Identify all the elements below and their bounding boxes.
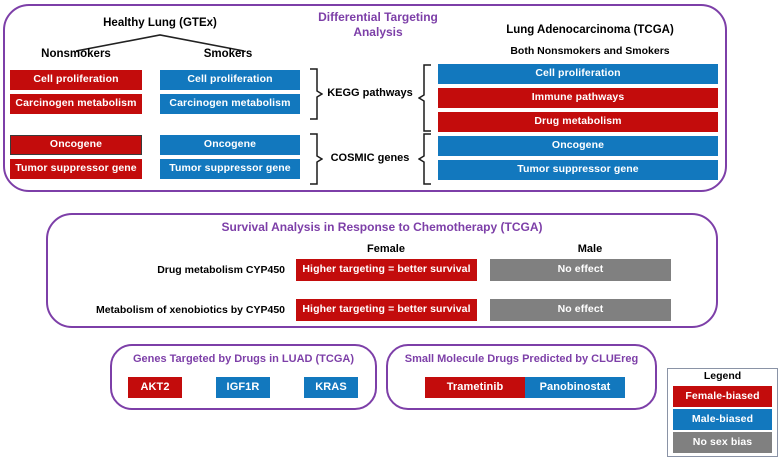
box-smokers-cell-proliferation[interactable]: Cell proliferation	[160, 70, 300, 90]
legend-item-male-biased: Male-biased	[673, 409, 772, 430]
category-label-cosmic-genes: COSMIC genes	[330, 152, 410, 164]
survival-cell-male-xenobiotics[interactable]: No effect	[490, 299, 671, 321]
healthy-lung-fork	[75, 34, 245, 52]
bracket-cosmic-right	[418, 133, 431, 185]
legend-item-no-sex-bias: No sex bias	[673, 432, 772, 453]
box-nonsmokers-carcinogen-metabolism[interactable]: Carcinogen metabolism	[10, 94, 142, 114]
survival-row-label-metabolism-xenobiotics-cyp450: Metabolism of xenobiotics by CYP450	[95, 304, 285, 316]
legend-title: Legend	[703, 370, 742, 382]
box-luad-tumor-suppressor-gene[interactable]: Tumor suppressor gene	[438, 160, 718, 180]
survival-column-header-female: Female	[367, 243, 405, 255]
box-smokers-tumor-suppressor-gene[interactable]: Tumor suppressor gene	[160, 159, 300, 179]
box-nonsmokers-cell-proliferation[interactable]: Cell proliferation	[10, 70, 142, 90]
box-nonsmokers-oncogene[interactable]: Oncogene	[10, 135, 142, 155]
panel-title-genes-targeted: Genes Targeted by Drugs in LUAD (TCGA)	[132, 353, 355, 365]
chip-gene-kras[interactable]: KRAS	[304, 377, 358, 398]
chip-gene-akt2[interactable]: AKT2	[128, 377, 182, 398]
box-luad-cell-proliferation[interactable]: Cell proliferation	[438, 64, 718, 84]
box-smokers-carcinogen-metabolism[interactable]: Carcinogen metabolism	[160, 94, 300, 114]
survival-cell-male-drug-metabolism[interactable]: No effect	[490, 259, 671, 281]
survival-cell-female-drug-metabolism[interactable]: Higher targeting = better survival	[296, 259, 477, 281]
chip-drug-trametinib[interactable]: Trametinib	[425, 377, 525, 398]
bracket-cosmic-left	[310, 133, 323, 185]
column-label-smokers: Smokers	[203, 48, 253, 60]
box-luad-drug-metabolism[interactable]: Drug metabolism	[438, 112, 718, 132]
panel-title-survival-analysis: Survival Analysis in Response to Chemoth…	[221, 220, 543, 234]
bracket-kegg-left	[310, 68, 323, 120]
column-label-nonsmokers: Nonsmokers	[41, 48, 111, 60]
category-label-kegg-pathways: KEGG pathways	[327, 87, 413, 99]
box-luad-oncogene[interactable]: Oncogene	[438, 136, 718, 156]
legend-item-female-biased: Female-biased	[673, 386, 772, 407]
survival-column-header-male: Male	[577, 243, 603, 255]
healthy-lung-heading: Healthy Lung (GTEx)	[103, 17, 217, 29]
survival-cell-female-xenobiotics[interactable]: Higher targeting = better survival	[296, 299, 477, 321]
chip-gene-igf1r[interactable]: IGF1R	[216, 377, 270, 398]
chip-drug-panobinostat[interactable]: Panobinostat	[525, 377, 625, 398]
box-luad-immune-pathways[interactable]: Immune pathways	[438, 88, 718, 108]
box-nonsmokers-tumor-suppressor-gene[interactable]: Tumor suppressor gene	[10, 159, 142, 179]
luad-heading: Lung Adenocarcinoma (TCGA)	[506, 24, 674, 36]
luad-subheading: Both Nonsmokers and Smokers	[510, 45, 670, 57]
panel-title-small-molecule-drugs: Small Molecule Drugs Predicted by CLUEre…	[404, 353, 639, 365]
survival-row-label-drug-metabolism-cyp450: Drug metabolism CYP450	[157, 264, 285, 276]
panel-title-differential-targeting: Differential Targeting Analysis	[318, 10, 438, 39]
box-smokers-oncogene[interactable]: Oncogene	[160, 135, 300, 155]
bracket-kegg-right	[418, 64, 431, 132]
